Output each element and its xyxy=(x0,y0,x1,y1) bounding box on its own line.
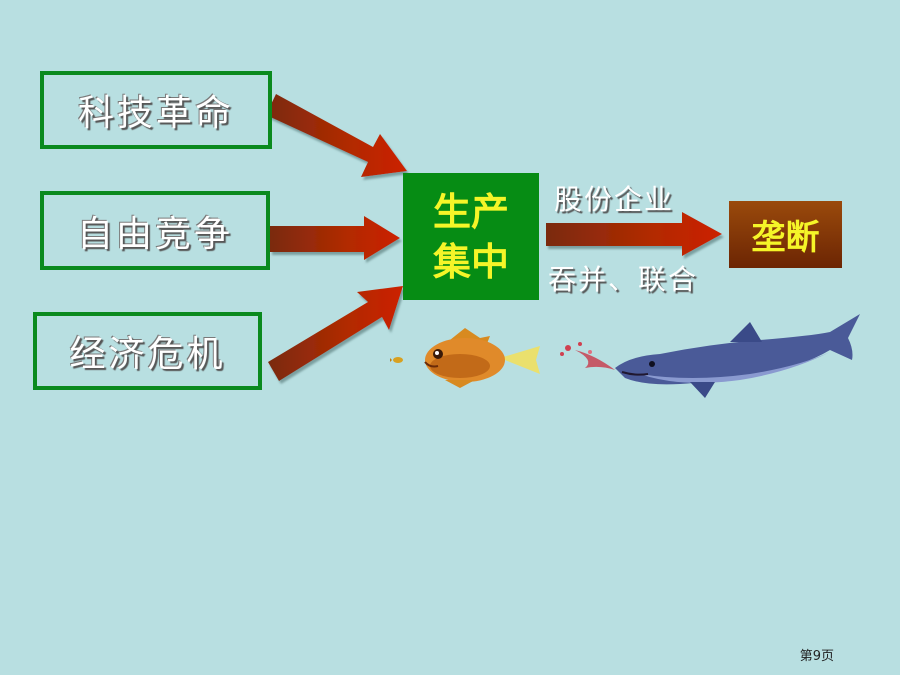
monopoly-label: 垄断 xyxy=(751,218,820,258)
arrow-comp-to-center xyxy=(270,216,400,260)
center-label-line2: 集中 xyxy=(432,239,509,284)
cause-box-economic-crisis: 经济危机 xyxy=(33,312,262,390)
splash-icon xyxy=(560,342,615,370)
page-number: 第9页 xyxy=(799,649,834,664)
fish-illustration xyxy=(390,314,860,398)
monopoly-box: 垄断 xyxy=(729,201,842,268)
shark-icon xyxy=(615,314,860,398)
connector-top-label: 股份企业 xyxy=(554,183,675,216)
tiny-fish-icon xyxy=(390,357,403,363)
cause-label-free-competition: 自由竞争 xyxy=(76,213,233,255)
production-concentration-box: 生产 集中 xyxy=(403,173,539,300)
arrow-crisis-to-center xyxy=(268,286,403,381)
fish-icon xyxy=(424,328,540,388)
connector-bottom-label: 吞并、联合 xyxy=(548,263,699,296)
arrow-tech-to-center xyxy=(266,94,407,177)
cause-label-tech-revolution: 科技革命 xyxy=(77,93,234,134)
cause-box-free-competition: 自由竞争 xyxy=(40,191,270,270)
cause-label-economic-crisis: 经济危机 xyxy=(69,334,226,375)
center-label-line1: 生产 xyxy=(432,189,509,234)
arrow-center-to-monopoly xyxy=(546,212,722,256)
cause-box-tech-revolution: 科技革命 xyxy=(40,71,272,149)
